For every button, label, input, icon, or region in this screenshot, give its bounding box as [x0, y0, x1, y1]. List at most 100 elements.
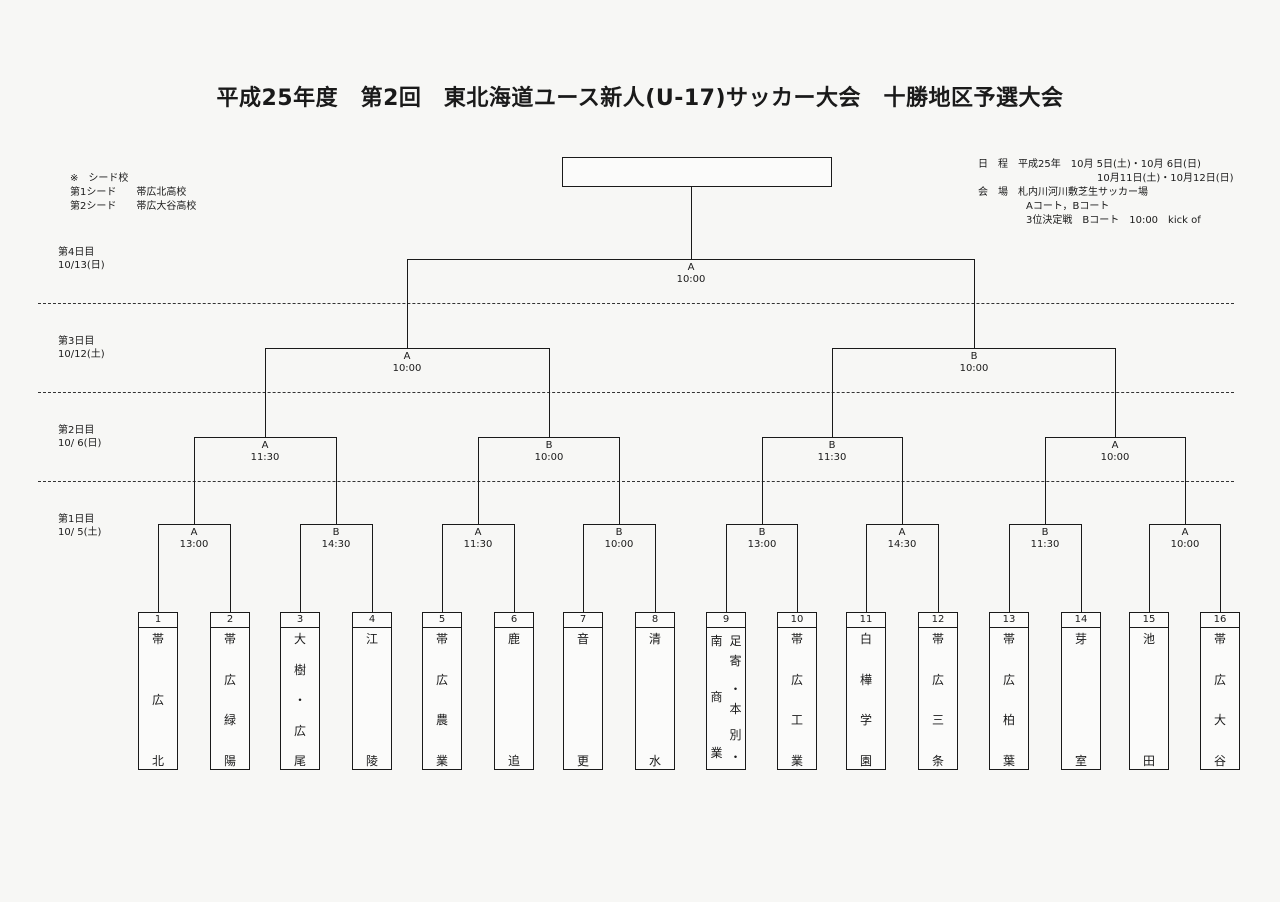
match-court: B	[1041, 527, 1049, 538]
bracket-line	[619, 437, 620, 525]
match-time: 10:00	[959, 363, 989, 374]
match-court: A	[1111, 440, 1119, 451]
match-court: A	[687, 262, 695, 273]
team-name: 江陵	[353, 628, 391, 768]
team-name: 大樹・広尾	[281, 628, 319, 768]
team-name: 帯広農業	[423, 628, 461, 768]
team-number: 5	[423, 613, 461, 628]
team-name: 帯広大谷	[1201, 628, 1239, 768]
team-number: 2	[211, 613, 249, 628]
team-name-char: 更	[576, 754, 589, 768]
bracket-line	[691, 186, 692, 260]
team-name: 帯広三条	[919, 628, 957, 768]
match-court: B	[970, 351, 978, 362]
team-name-char: 尾	[293, 754, 306, 768]
team-name-char: 葉	[1002, 754, 1015, 768]
day-name: 第1日目	[58, 514, 95, 525]
bracket-line	[1009, 524, 1010, 613]
schedule-line: 3位決定戦 Bコート 10:00 kick of	[1026, 215, 1201, 226]
team-name: 帯広柏葉	[990, 628, 1028, 768]
bracket-line	[194, 437, 195, 525]
team-number: 16	[1201, 613, 1239, 628]
match-court: B	[545, 440, 553, 451]
team-name-char: 陵	[365, 754, 378, 768]
team-name: 音更	[564, 628, 602, 768]
team-name-char: 広	[435, 673, 448, 687]
page-title: 平成25年度 第2回 東北海道ユース新人(U-17)サッカー大会 十勝地区予選大…	[216, 86, 1064, 111]
day-name: 第3日目	[58, 336, 95, 347]
bracket-line	[1115, 348, 1116, 438]
bracket-line	[655, 524, 656, 613]
team-name-char: 三	[931, 713, 944, 727]
team-name-char: 鹿	[507, 632, 520, 646]
team-number: 13	[990, 613, 1028, 628]
match-court: B	[332, 527, 340, 538]
team-name-char: 南	[710, 634, 723, 648]
match-time: 11:30	[463, 539, 493, 550]
team-name-char: 音	[576, 632, 589, 646]
team-number: 14	[1062, 613, 1100, 628]
team-name-char: 水	[648, 754, 661, 768]
bracket-line	[1149, 524, 1150, 613]
team-name-char: 学	[859, 713, 872, 727]
bracket-line	[583, 524, 584, 613]
match-time: 10:00	[604, 539, 634, 550]
team-name-char: 広	[1002, 673, 1015, 687]
team-name-char: 工	[790, 713, 803, 727]
team-name-char: 樺	[859, 673, 872, 687]
bracket-line	[974, 259, 975, 349]
team-name-char: 業	[710, 746, 723, 760]
seed-header: ※ シード校	[70, 173, 129, 184]
team-name-char: 柏	[1002, 713, 1015, 727]
team-name-char: 樹	[293, 663, 306, 677]
team-name-char: 足	[729, 634, 742, 648]
bracket-line	[902, 437, 903, 525]
team-name-char: 商	[710, 690, 723, 704]
champion-box	[562, 157, 832, 187]
team-name-char: 帯	[151, 632, 164, 646]
team-name-char: 室	[1074, 754, 1087, 768]
team-number: 8	[636, 613, 674, 628]
team-name: 帯広緑陽	[211, 628, 249, 768]
match-court: A	[1181, 527, 1189, 538]
team-name: 芽室	[1062, 628, 1100, 768]
match-court: B	[758, 527, 766, 538]
day-separator	[38, 481, 1234, 482]
bracket-line	[1081, 524, 1082, 613]
schedule-line: 会 場 札内川河川敷芝生サッカー場	[978, 187, 1148, 198]
team-name: 帯広工業	[778, 628, 816, 768]
team-name-char: 条	[931, 754, 944, 768]
team-name-char: 本	[729, 702, 742, 716]
bracket-line	[300, 524, 301, 613]
team-name: 清水	[636, 628, 674, 768]
team-number: 11	[847, 613, 885, 628]
seed-line: 第2シード 帯広大谷高校	[70, 201, 197, 212]
team-name-char: 帯	[1002, 632, 1015, 646]
bracket-line	[407, 259, 408, 349]
team-number: 7	[564, 613, 602, 628]
team-number: 15	[1130, 613, 1168, 628]
team-name-char: 帯	[1213, 632, 1226, 646]
team-name-char: 白	[859, 632, 872, 646]
team-name-char: 別	[729, 728, 742, 742]
bracket-line	[230, 524, 231, 613]
